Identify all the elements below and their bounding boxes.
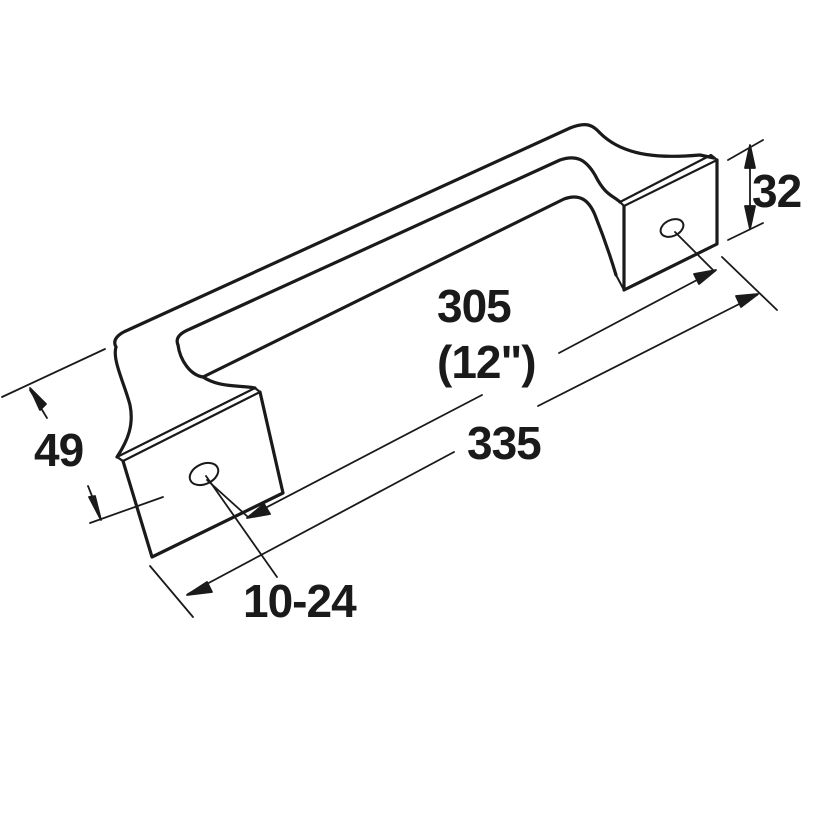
dimension-32 <box>727 139 764 241</box>
dimension-label-hole-spacing-imperial: (12") <box>437 336 537 388</box>
dimension-label-thread-size: 10-24 <box>243 575 357 627</box>
left-screw-hole <box>188 461 220 487</box>
thread-leader <box>205 475 278 578</box>
right-screw-hole <box>659 218 685 238</box>
dimension-335 <box>149 256 778 618</box>
dimension-label-height-left: 49 <box>34 424 84 476</box>
left-mounting-block <box>115 386 285 559</box>
dimension-49 <box>1 348 164 524</box>
dimension-305 <box>206 231 717 519</box>
dimension-label-overall-length: 335 <box>467 417 542 469</box>
dimension-label-height-right: 32 <box>752 165 802 217</box>
handle-body <box>113 122 716 459</box>
right-mounting-block <box>615 153 719 292</box>
dimension-label-hole-spacing: 305 <box>437 280 512 332</box>
